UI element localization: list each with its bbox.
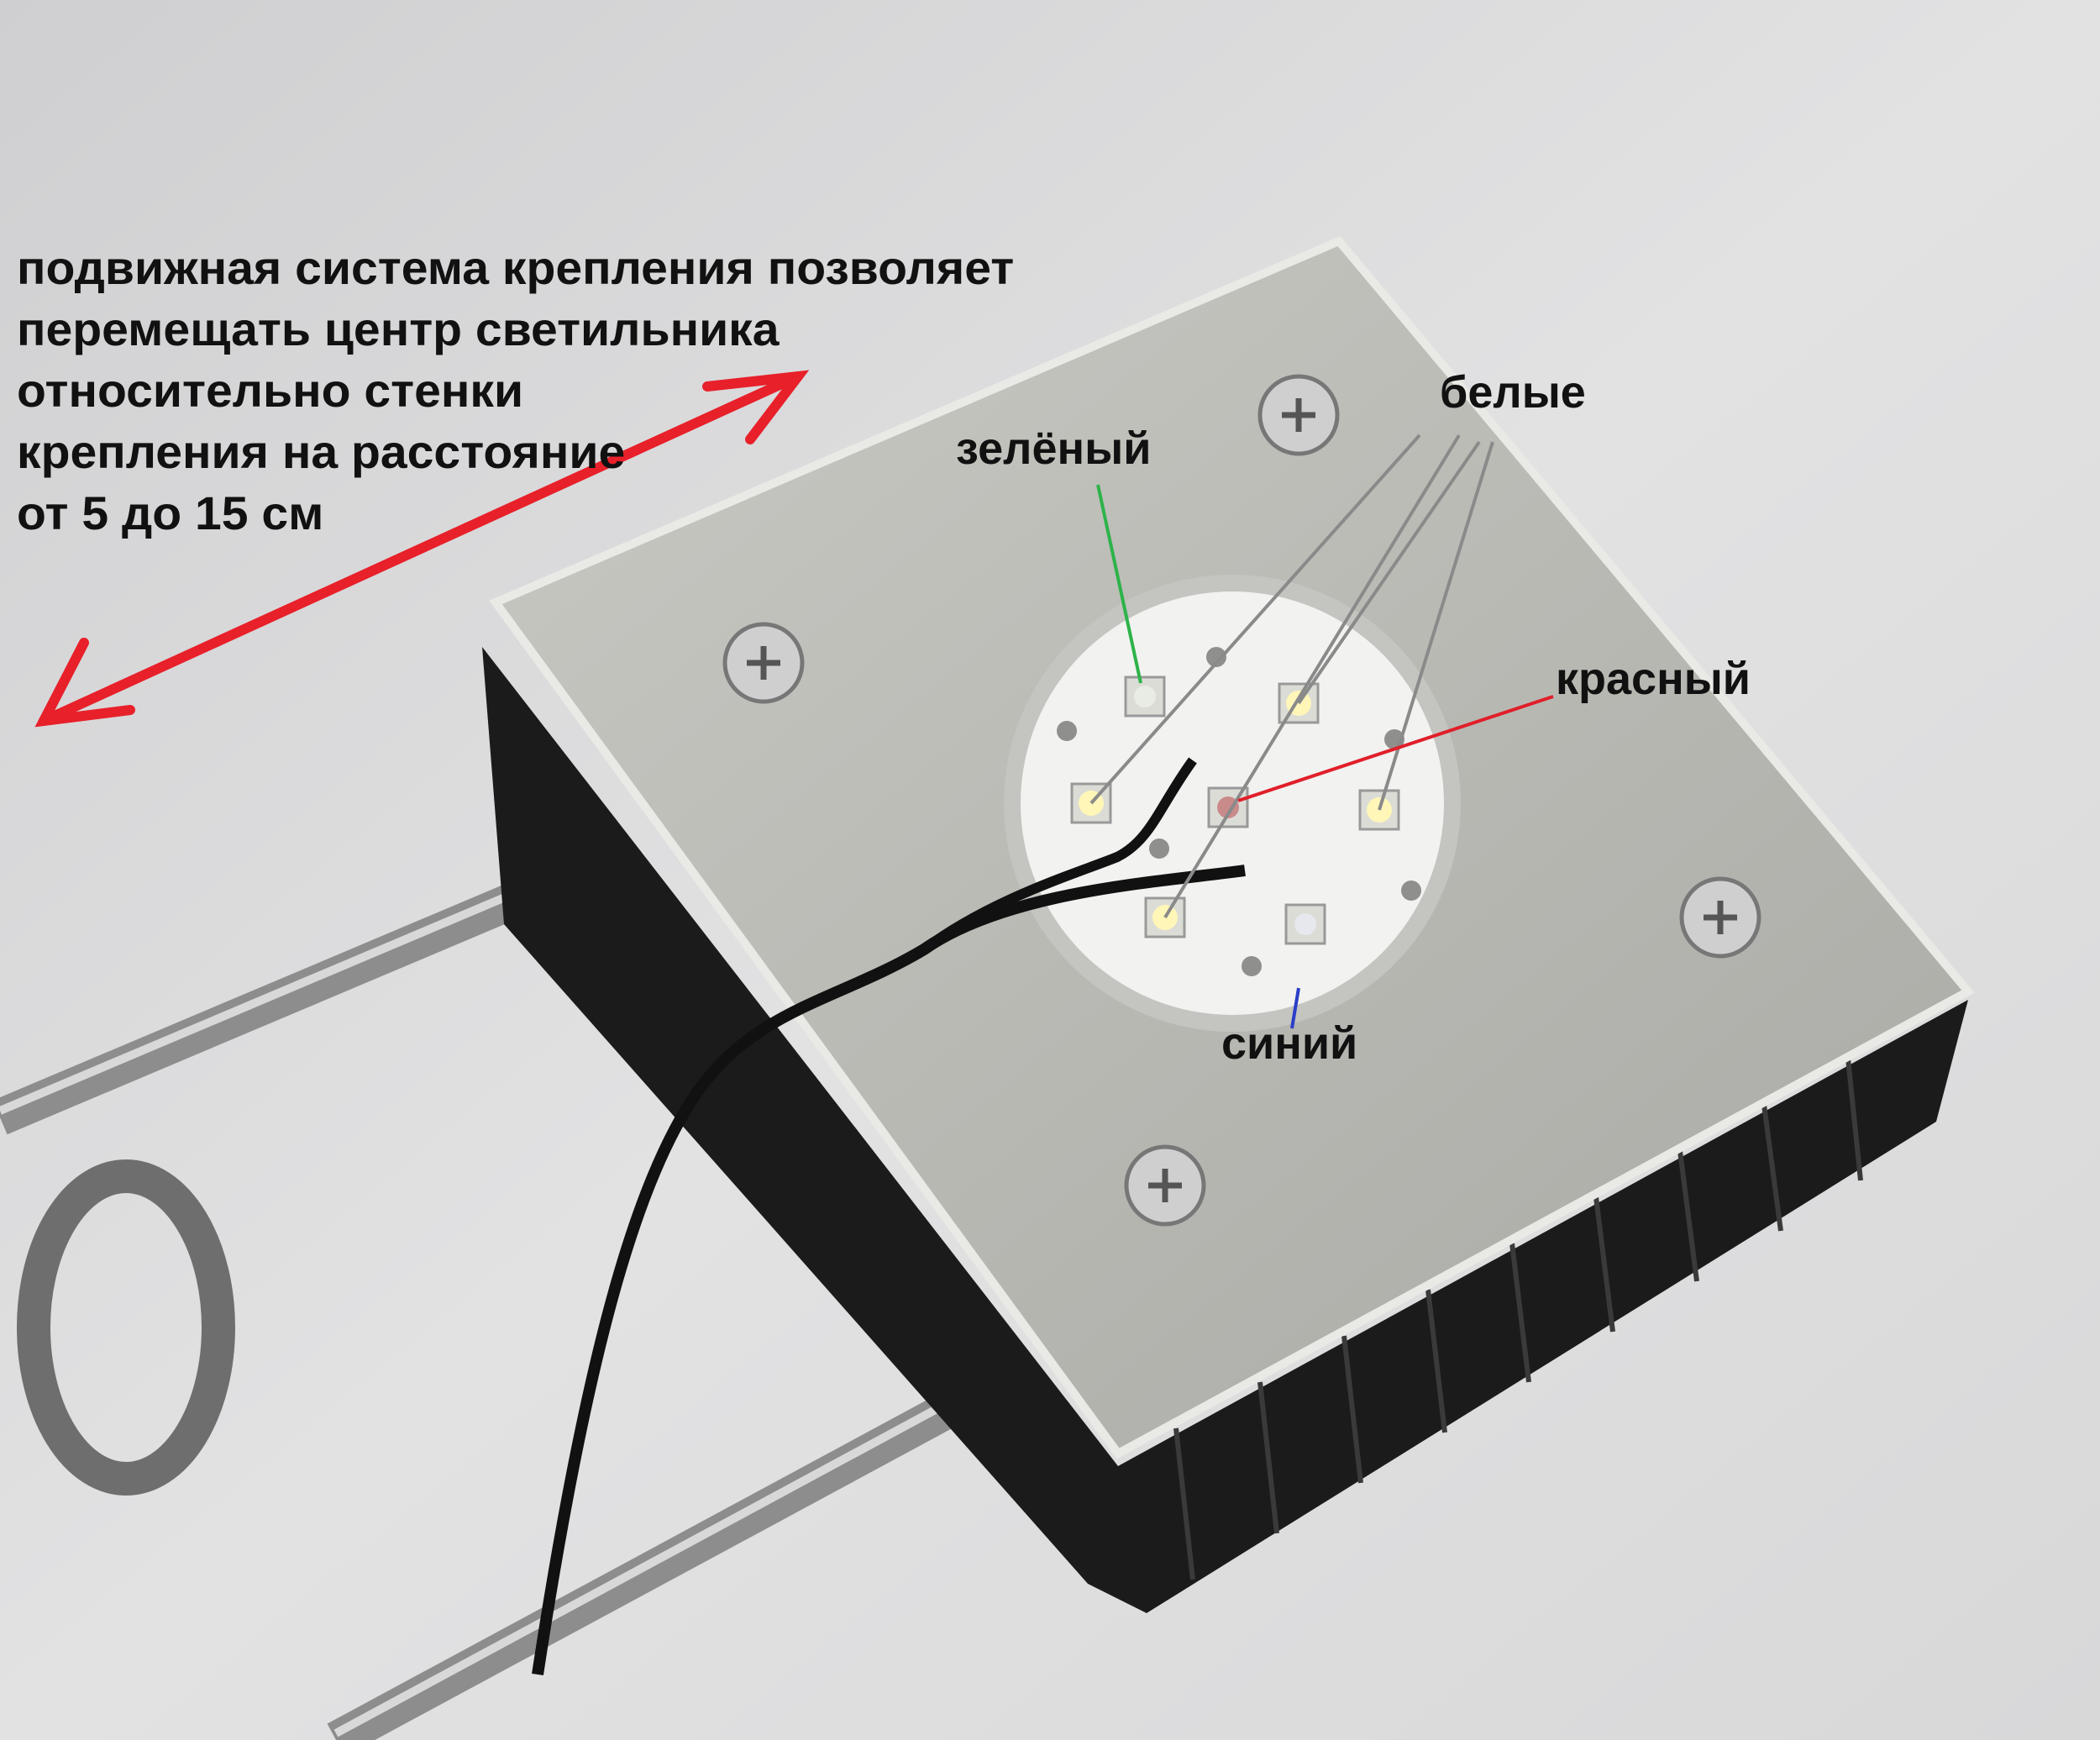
label-white-leds: белые <box>1440 367 1586 418</box>
movement-arrow <box>34 370 810 728</box>
rod-lower <box>327 1369 1000 1740</box>
caption-line: крепления на расстояние <box>17 425 626 478</box>
caption-line: подвижная система крепления позволяет <box>17 241 1015 294</box>
blue-pointer-line <box>1290 987 1300 1029</box>
heatsink-fins <box>1173 1058 1863 1580</box>
label-green-led: зелёный <box>956 423 1152 474</box>
caption-line: от 5 до 15 см <box>17 486 324 539</box>
label-red-led: красный <box>1556 654 1751 704</box>
description-caption: подвижная система крепления позволяет пе… <box>17 237 1014 544</box>
caption-line: относительно стенки <box>17 364 524 417</box>
red-pointer-line <box>1237 695 1554 802</box>
rod-upper <box>0 848 604 1135</box>
heatsink <box>482 647 1968 1613</box>
clamp-ring <box>17 1159 235 1496</box>
label-blue-led: синий <box>1221 1018 1358 1069</box>
screws <box>722 374 1761 1227</box>
green-pointer-line <box>1096 484 1142 684</box>
power-cable <box>532 865 1246 1676</box>
caption-line: перемещать центр светильника <box>17 302 780 355</box>
